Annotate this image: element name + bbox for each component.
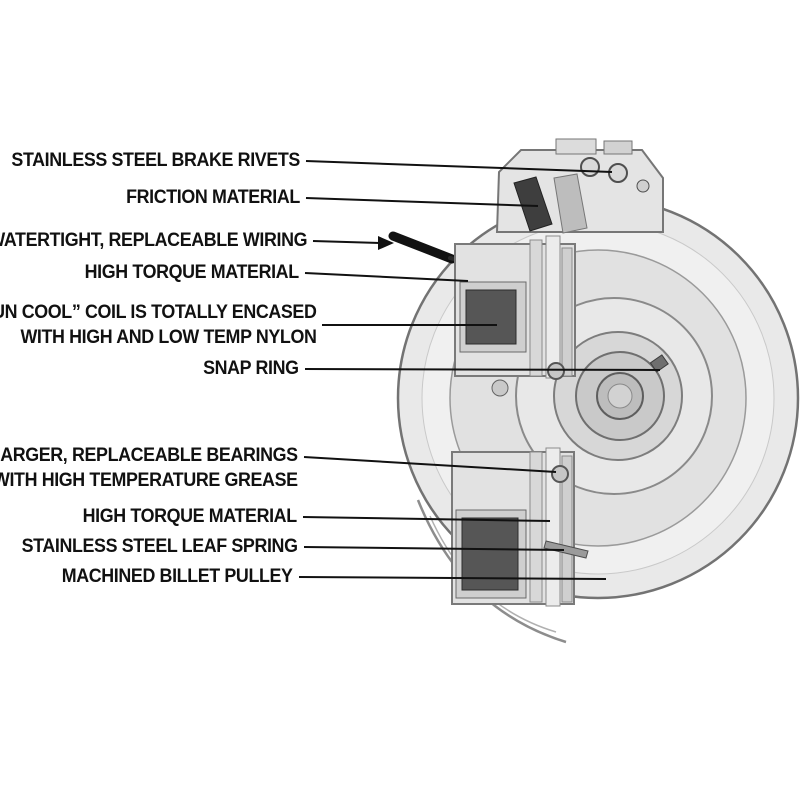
wire [388,231,457,264]
brake-bracket-tab [603,140,633,155]
coil-section-bottom [451,447,589,607]
leader-lines [298,160,661,580]
brake-bracket-tab [555,138,597,155]
leader-line-high-torque-bottom [302,516,551,522]
leader-line-billet-pulley [298,576,607,580]
brake-rivet [636,179,650,193]
armature-plate [553,173,588,234]
leader-line-leaf-spring [303,546,565,551]
leader-line-wiring [312,240,381,244]
leader-arrowhead [378,236,394,250]
friction-pad [513,176,553,232]
top-brake-assembly [495,138,664,234]
leader-line-brake-rivets [305,160,613,173]
coil-section-top [454,235,576,380]
leaf-spring [543,540,589,559]
brake-rivet [608,163,628,183]
bearing-ball [547,362,565,380]
coil-block [465,289,517,345]
leader-line-high-torque-top [304,272,469,282]
leader-line-friction-material [305,197,539,207]
bearing-ball [551,465,569,483]
brake-rivet [580,157,600,177]
leader-line-bearings [303,456,557,473]
hub-pin [491,379,509,397]
leader-line-snap-ring [304,368,661,371]
snap-ring-tab [649,354,669,373]
